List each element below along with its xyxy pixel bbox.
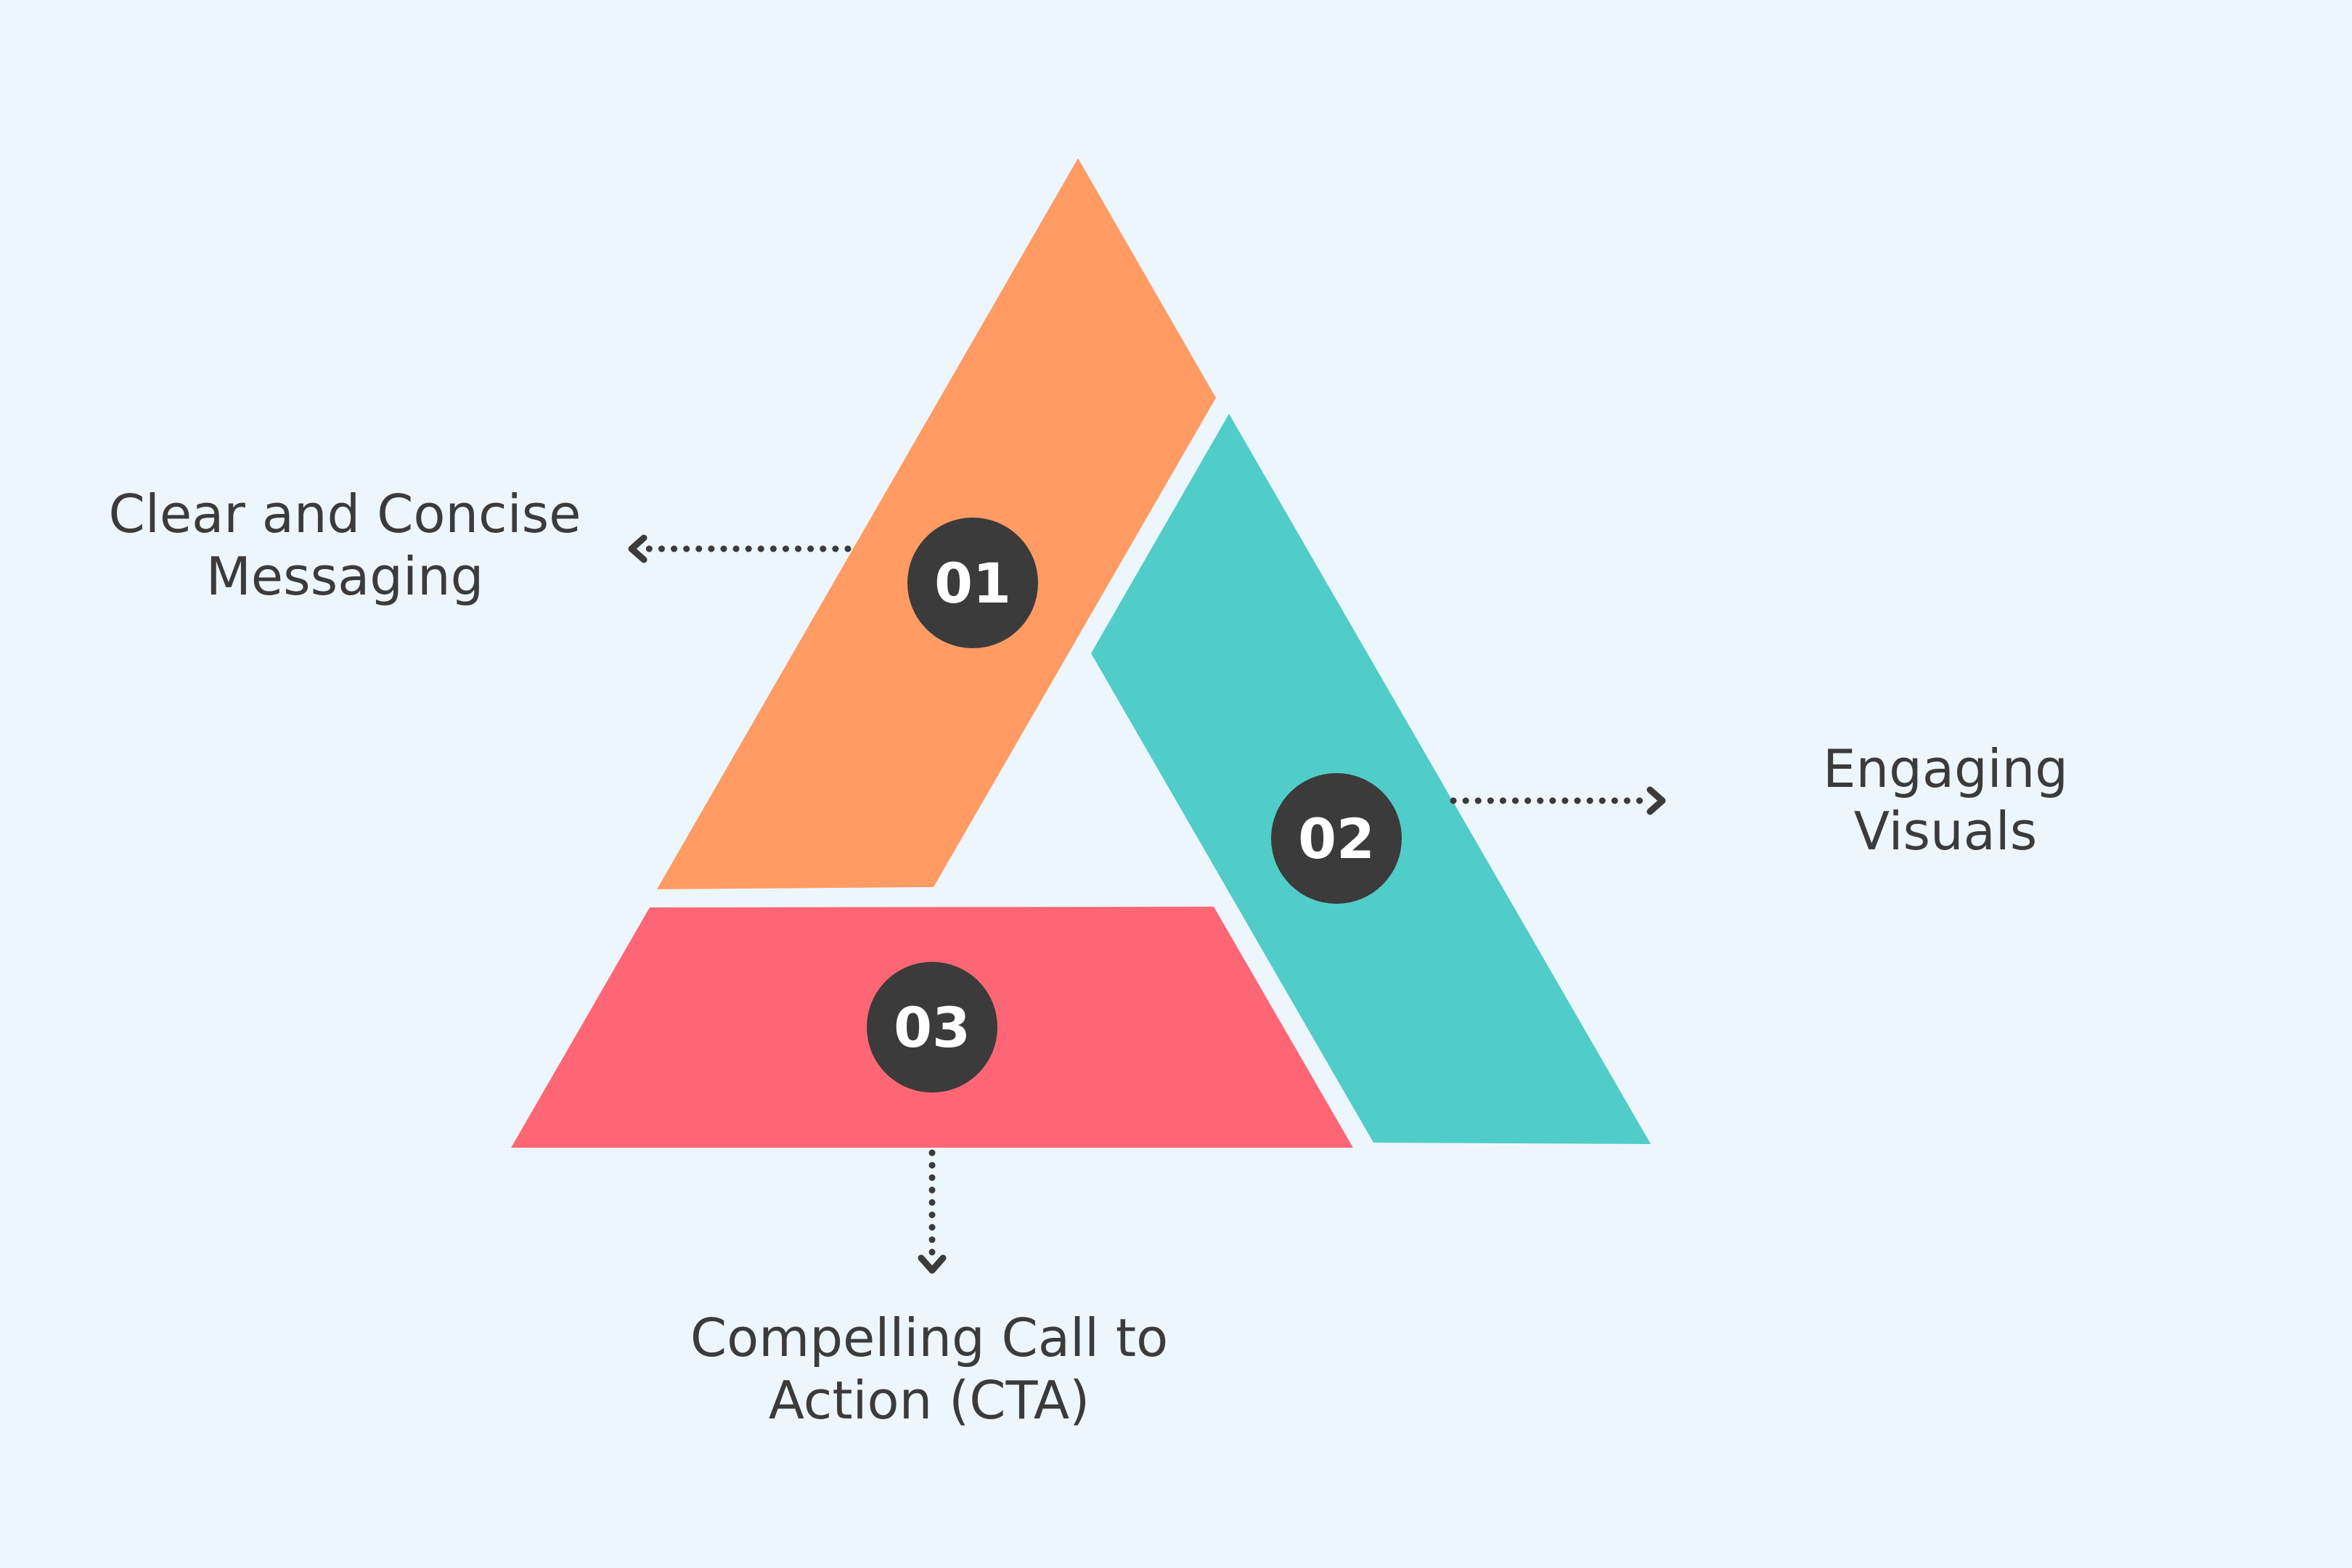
- segment-2-shape: [1091, 414, 1651, 1144]
- segment-3-label: Compelling Call to Action (CTA): [639, 1307, 1220, 1432]
- segment-2-label-line-2: Visuals: [1853, 801, 2038, 862]
- connector-1: [628, 534, 852, 563]
- badge-03-number: 03: [894, 995, 971, 1060]
- segment-3-label-line-2: Action (CTA): [768, 1370, 1090, 1431]
- segment-2-label: Engaging Visuals: [1728, 738, 2163, 862]
- segment-2-label-line-1: Engaging: [1823, 738, 2068, 799]
- badge-03: 03: [867, 962, 997, 1093]
- connector-2: [1450, 786, 1666, 815]
- segment-1-label-line-1: Clear and Concise: [108, 483, 581, 544]
- badge-01-number: 01: [934, 551, 1011, 616]
- badge-02-number: 02: [1298, 807, 1375, 871]
- segment-1-label-line-2: Messaging: [205, 546, 484, 607]
- badge-02: 02: [1271, 773, 1402, 904]
- segment-3-label-line-1: Compelling Call to: [690, 1307, 1169, 1368]
- segment-1-shape: [657, 158, 1216, 889]
- segment-1-label: Clear and Concise Messaging: [69, 483, 621, 608]
- connector-3: [918, 1149, 947, 1274]
- badge-01: 01: [907, 518, 1038, 648]
